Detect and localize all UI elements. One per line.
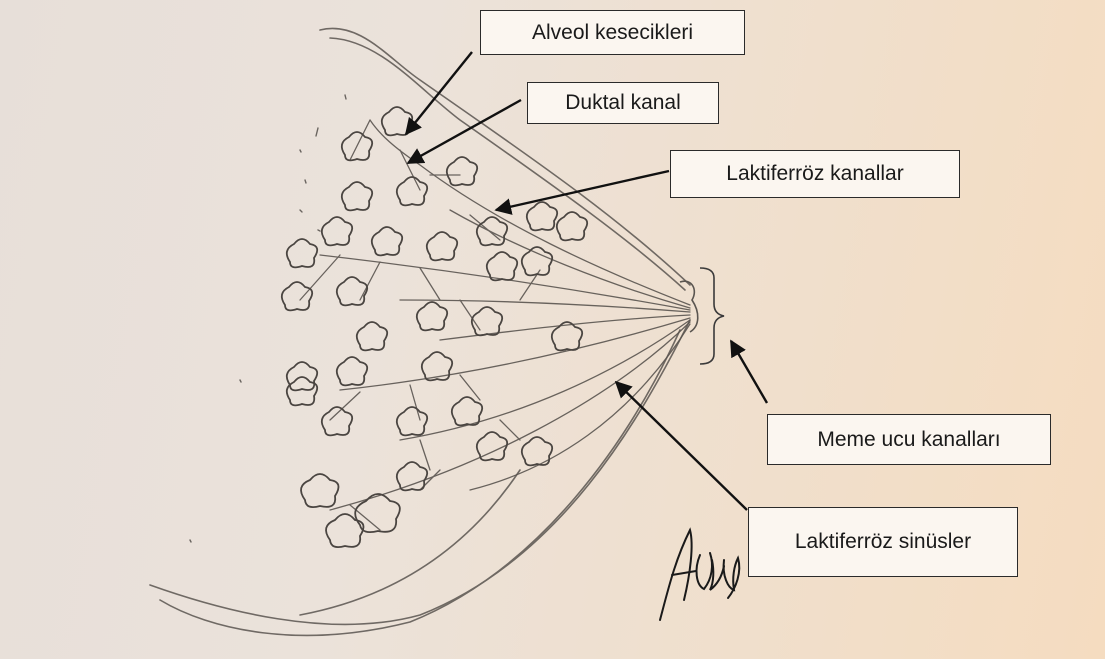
arrow-laktiferroz-sinusler [616,382,747,510]
label-laktiferroz-sinusler: Laktiferröz sinüsler [748,507,1018,577]
arrow-meme-ucu [731,341,767,403]
artist-signature [660,530,739,620]
label-alveol-kesecikleri: Alveol kesecikleri [480,10,745,55]
label-meme-ucu-kanallari: Meme ucu kanalları [767,414,1051,465]
label-laktiferroz-kanallar: Laktiferröz kanallar [670,150,960,198]
arrow-laktiferroz-kanallar [496,171,669,210]
label-duktal-kanal: Duktal kanal [527,82,719,124]
nipple-bracket [700,268,724,364]
alveoli-clusters [282,107,587,547]
